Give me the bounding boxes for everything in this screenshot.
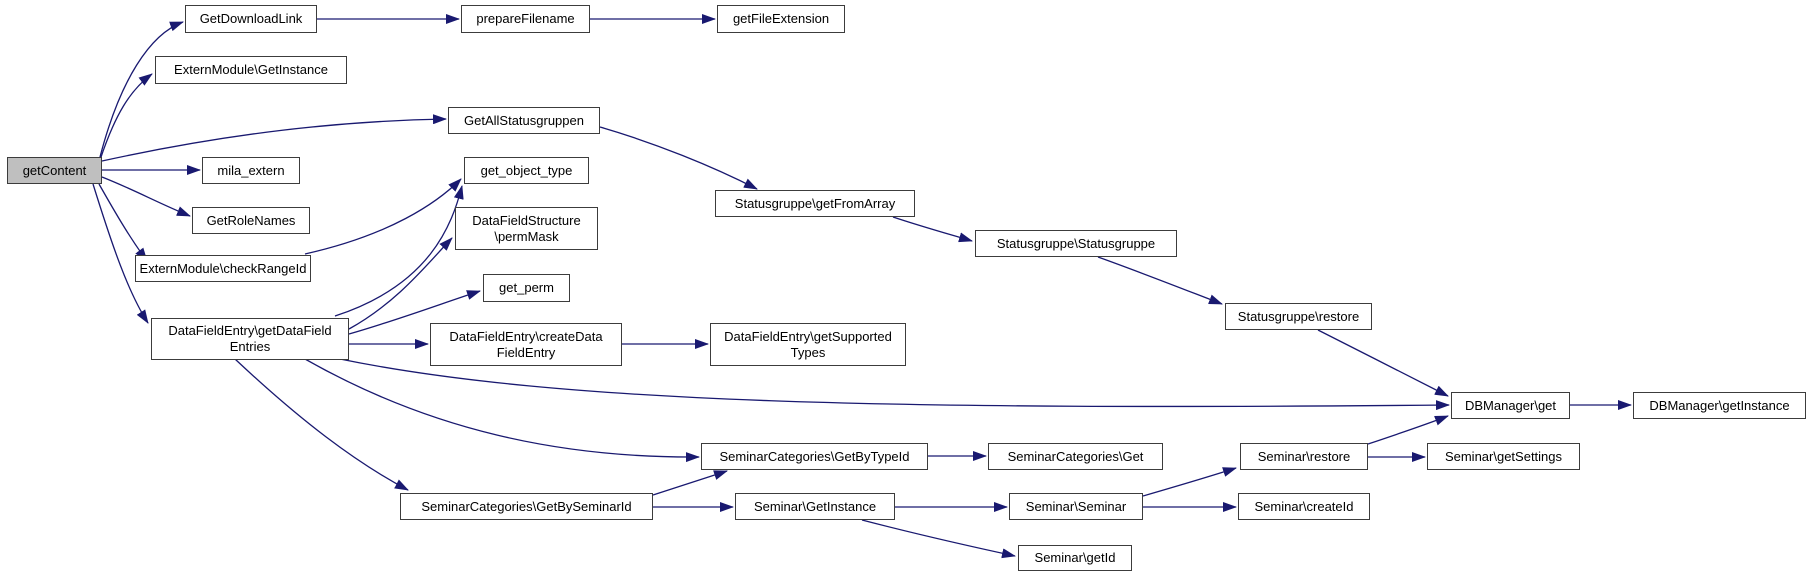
node-get-perm[interactable]: get_perm — [483, 274, 570, 302]
node-mila-extern[interactable]: mila_extern — [202, 157, 300, 184]
node-seminar-get-instance[interactable]: Seminar\GetInstance — [735, 493, 895, 520]
edge-extern-module-check-range-id-to-get-object-type — [304, 178, 462, 255]
edge-get-content-to-get-download-link — [99, 21, 184, 158]
edge-datafieldentry-get-datafield-entries-to-get-object-type — [334, 185, 464, 317]
edge-get-content-to-datafieldentry-get-datafield-entries — [92, 183, 149, 324]
edge-seminar-seminar-to-seminar-restore — [1142, 467, 1237, 497]
node-seminarcategories-get-by-seminar-id[interactable]: SeminarCategories\GetBySeminarId — [400, 493, 653, 520]
node-get-file-extension[interactable]: getFileExtension — [717, 5, 845, 33]
node-seminar-get-id[interactable]: Seminar\getId — [1018, 545, 1132, 571]
node-seminar-get-settings[interactable]: Seminar\getSettings — [1427, 443, 1580, 470]
edge-seminar-restore-to-dbmanager-get — [1367, 415, 1449, 445]
node-get-content: getContent — [7, 157, 102, 184]
edge-get-content-to-get-role-names — [101, 176, 191, 217]
node-seminarcategories-get[interactable]: SeminarCategories\Get — [988, 443, 1163, 470]
edge-statusgruppe-statusgruppe-to-statusgruppe-restore — [1097, 256, 1223, 305]
node-dbmanager-get-instance[interactable]: DBManager\getInstance — [1633, 392, 1806, 419]
node-seminar-create-id[interactable]: Seminar\createId — [1238, 493, 1370, 520]
node-get-all-statusgruppen[interactable]: GetAllStatusgruppen — [448, 107, 600, 134]
edge-datafieldentry-get-datafield-entries-to-seminarcategories-get-by-seminar-id — [234, 358, 409, 491]
node-datafieldstructure-permmask[interactable]: DataFieldStructure \permMask — [455, 207, 598, 250]
node-get-object-type[interactable]: get_object_type — [464, 157, 589, 184]
edge-statusgruppe-restore-to-dbmanager-get — [1317, 329, 1449, 397]
node-get-role-names[interactable]: GetRoleNames — [192, 207, 310, 234]
edge-get-content-to-extern-module-get-instance — [99, 73, 153, 161]
node-seminarcategories-get-by-type-id[interactable]: SeminarCategories\GetByTypeId — [701, 443, 928, 470]
node-extern-module-get-instance[interactable]: ExternModule\GetInstance — [155, 56, 347, 84]
edge-get-content-to-get-all-statusgruppen — [101, 114, 447, 162]
edge-get-all-statusgruppen-to-statusgruppe-get-from-array — [599, 126, 758, 190]
node-seminar-seminar[interactable]: Seminar\Seminar — [1009, 493, 1143, 520]
node-statusgruppe-get-from-array[interactable]: Statusgruppe\getFromArray — [715, 190, 915, 217]
node-dbmanager-get[interactable]: DBManager\get — [1451, 392, 1570, 419]
node-seminar-restore[interactable]: Seminar\restore — [1240, 443, 1368, 470]
node-datafieldentry-get-supported-types[interactable]: DataFieldEntry\getSupported Types — [710, 323, 906, 366]
edge-datafieldentry-get-datafield-entries-to-seminarcategories-get-by-type-id — [304, 358, 700, 463]
edge-seminarcategories-get-by-seminar-id-to-seminarcategories-get-by-type-id — [652, 470, 728, 496]
node-statusgruppe-restore[interactable]: Statusgruppe\restore — [1225, 303, 1372, 330]
node-extern-module-check-range-id[interactable]: ExternModule\checkRangeId — [135, 255, 311, 282]
edge-datafieldentry-get-datafield-entries-to-dbmanager-get — [339, 358, 1450, 411]
node-datafieldentry-create-datafieldentry[interactable]: DataFieldEntry\createData FieldEntry — [430, 323, 622, 366]
edge-statusgruppe-get-from-array-to-statusgruppe-statusgruppe — [892, 216, 973, 243]
edge-get-content-to-extern-module-check-range-id — [98, 183, 148, 262]
edge-datafieldentry-get-datafield-entries-to-get-perm — [348, 290, 481, 335]
edge-datafieldentry-get-datafield-entries-to-datafieldstructure-permmask — [348, 237, 453, 330]
edge-seminar-get-instance-to-seminar-get-id — [861, 519, 1016, 559]
node-prepare-filename[interactable]: prepareFilename — [461, 5, 590, 33]
node-get-download-link[interactable]: GetDownloadLink — [185, 5, 317, 33]
node-statusgruppe-statusgruppe[interactable]: Statusgruppe\Statusgruppe — [975, 230, 1177, 257]
node-datafieldentry-get-datafield-entries[interactable]: DataFieldEntry\getDataField Entries — [151, 318, 349, 360]
